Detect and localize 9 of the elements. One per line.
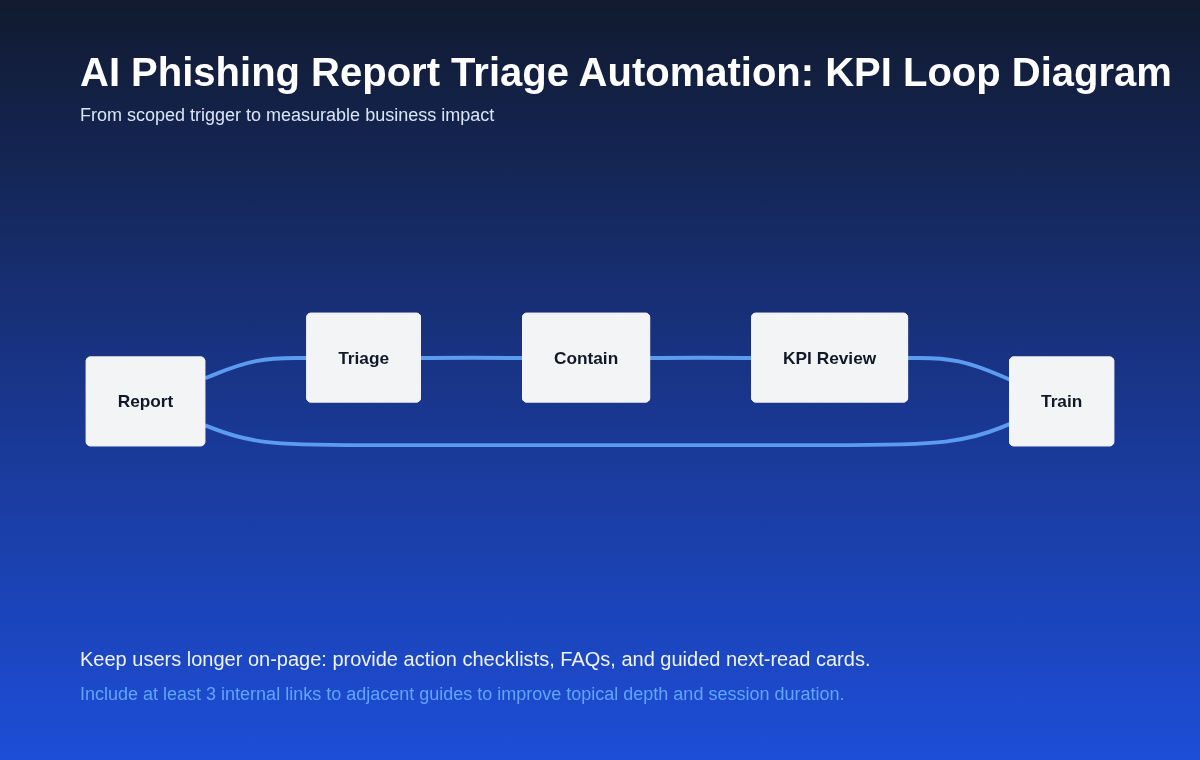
connector xyxy=(907,356,1011,382)
note: Keep users longer on-page: provide action checklists, FAQs, and guided next-read cards. xyxy=(80,648,871,671)
subtitle: From scoped trigger to measurable business impact xyxy=(80,105,495,126)
connector xyxy=(650,356,753,361)
note: Include at least 3 internal links to adjacent guides to improve topical depth and session duration. xyxy=(80,684,845,705)
connector xyxy=(420,356,523,361)
connector xyxy=(204,422,1011,448)
connector xyxy=(204,356,308,381)
diagram-title: AI Phishing Report Triage Automation: KPI Loop Diagram xyxy=(80,50,1172,95)
